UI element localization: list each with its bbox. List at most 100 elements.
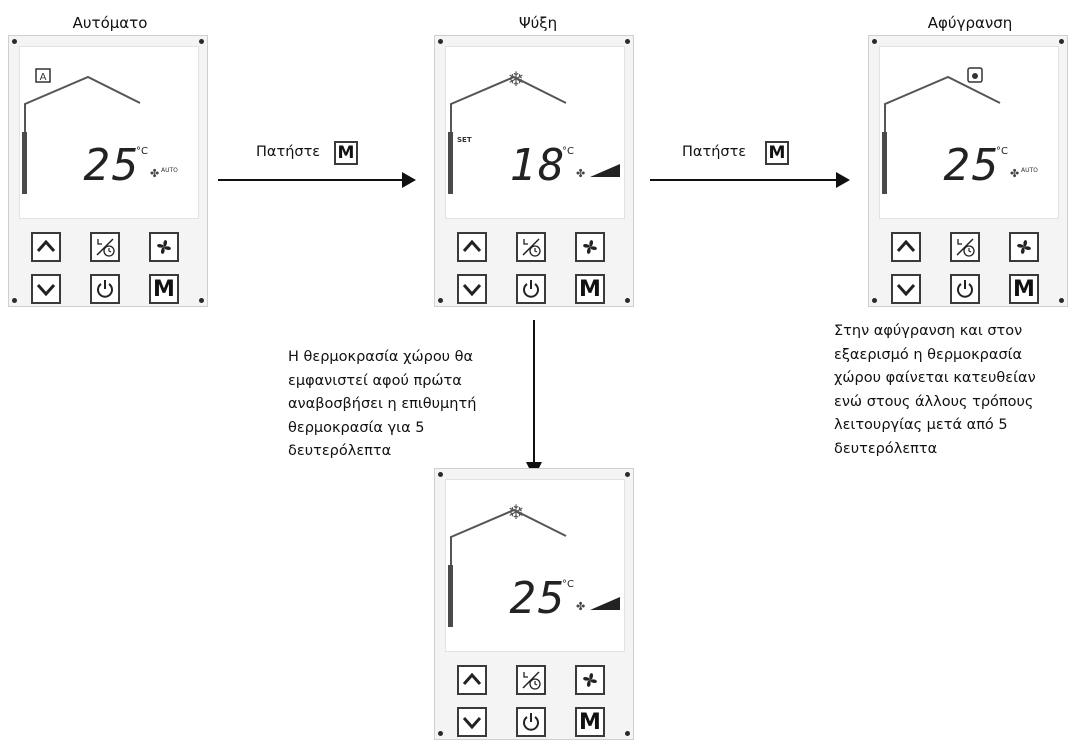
screw-dot: [199, 298, 204, 303]
set-indicator: SET: [457, 136, 472, 144]
down-button[interactable]: [31, 274, 61, 304]
fan-speed-icon: ✤: [576, 597, 620, 613]
power-icon: [953, 277, 977, 301]
fan-button[interactable]: [1009, 232, 1039, 262]
house-wall-bar: [448, 132, 453, 194]
chevron-down-icon: [34, 277, 58, 301]
up-button[interactable]: [31, 232, 61, 262]
chevron-up-icon: [894, 235, 918, 259]
chevron-down-icon: [460, 277, 484, 301]
temperature-display: 18: [510, 140, 567, 191]
arrow-cooling-to-dehumidify: [650, 168, 852, 192]
down-button[interactable]: [457, 274, 487, 304]
svg-text:❄: ❄: [508, 500, 525, 524]
power-button[interactable]: [950, 274, 980, 304]
down-button[interactable]: [457, 707, 487, 737]
svg-text:❄: ❄: [508, 67, 525, 91]
screw-dot: [438, 298, 443, 303]
title-auto: Αυτόματο: [40, 14, 180, 32]
lcd-screen: ❄ 25°C✤: [445, 479, 625, 652]
power-button[interactable]: [516, 274, 546, 304]
up-button[interactable]: [457, 232, 487, 262]
droplet-icon: [968, 68, 982, 82]
thermostat-panel-room-temp: ❄ 25°C✤ M: [434, 468, 634, 740]
mode-button[interactable]: M: [575, 707, 605, 737]
temperature-display: 25: [510, 573, 567, 624]
screw-dot: [12, 39, 17, 44]
arrow-auto-to-cooling: [218, 168, 418, 192]
fan-button[interactable]: [149, 232, 179, 262]
power-button[interactable]: [90, 274, 120, 304]
screw-dot: [625, 472, 630, 477]
house-wall-bar: [448, 565, 453, 627]
fan-icon: [578, 668, 602, 692]
power-button[interactable]: [516, 707, 546, 737]
fan-icon: [152, 235, 176, 259]
screw-dot: [438, 731, 443, 736]
house-wall-bar: [882, 132, 887, 194]
up-button[interactable]: [891, 232, 921, 262]
chevron-down-icon: [894, 277, 918, 301]
svg-text:✤: ✤: [576, 167, 585, 180]
timer-button[interactable]: [516, 665, 546, 695]
snowflake-icon: ❄: [508, 500, 525, 524]
celsius-unit: °C: [562, 146, 574, 157]
celsius-unit: °C: [996, 146, 1008, 157]
up-button[interactable]: [457, 665, 487, 695]
auto-mode-icon: A: [36, 69, 50, 83]
fan-speed-icon: ✤: [576, 164, 620, 180]
timer-button[interactable]: [90, 232, 120, 262]
screw-dot: [438, 472, 443, 477]
chevron-up-icon: [460, 668, 484, 692]
screw-dot: [1059, 39, 1064, 44]
screw-dot: [438, 39, 443, 44]
screw-dot: [625, 39, 630, 44]
svg-text:✤: ✤: [576, 600, 585, 613]
chevron-up-icon: [460, 235, 484, 259]
power-icon: [519, 710, 543, 734]
svg-text:✤: ✤: [150, 167, 159, 180]
temperature-display: 25: [84, 140, 141, 191]
mode-button[interactable]: M: [149, 274, 179, 304]
chevron-down-icon: [460, 710, 484, 734]
screw-dot: [12, 298, 17, 303]
fan-speed-icon: ✤AUTO: [1010, 167, 1038, 180]
thermostat-panel-cooling: ❄ SET 18°C✤ M: [434, 35, 634, 307]
screw-dot: [625, 731, 630, 736]
timer-icon: [519, 668, 543, 692]
down-button[interactable]: [891, 274, 921, 304]
fan-icon: [578, 235, 602, 259]
house-outline: [885, 77, 1000, 132]
fan-button[interactable]: [575, 665, 605, 695]
mode-button[interactable]: M: [575, 274, 605, 304]
m-key-icon-2: M: [765, 141, 789, 165]
title-cooling: Ψύξη: [468, 14, 608, 32]
screw-dot: [872, 298, 877, 303]
mode-m-label: M: [579, 710, 601, 735]
svg-text:A: A: [40, 72, 47, 83]
celsius-unit: °C: [562, 579, 574, 590]
timer-button[interactable]: [516, 232, 546, 262]
mode-button[interactable]: M: [1009, 274, 1039, 304]
svg-text:✤: ✤: [1010, 167, 1019, 180]
timer-icon: [519, 235, 543, 259]
power-icon: [93, 277, 117, 301]
house-wall-bar: [22, 132, 27, 194]
fan-button[interactable]: [575, 232, 605, 262]
timer-button[interactable]: [950, 232, 980, 262]
lcd-screen: ❄ SET 18°C✤: [445, 46, 625, 219]
note-left: Η θερμοκρασία χώρου θα εμφανιστεί αφού π…: [288, 346, 518, 464]
title-dehumidify: Αφύγρανση: [900, 14, 1040, 32]
fan-speed-icon: ✤AUTO: [150, 167, 178, 180]
arrow-down: [522, 320, 546, 480]
timer-icon: [953, 235, 977, 259]
power-icon: [519, 277, 543, 301]
note-right: Στην αφύγρανση και στον εξαερισμό η θερμ…: [834, 320, 1074, 461]
screw-dot: [199, 39, 204, 44]
chevron-up-icon: [34, 235, 58, 259]
fan-auto-label: AUTO: [1021, 167, 1038, 174]
lcd-screen: 25°C✤AUTO: [879, 46, 1059, 219]
fan-icon: [1012, 235, 1036, 259]
screw-dot: [872, 39, 877, 44]
